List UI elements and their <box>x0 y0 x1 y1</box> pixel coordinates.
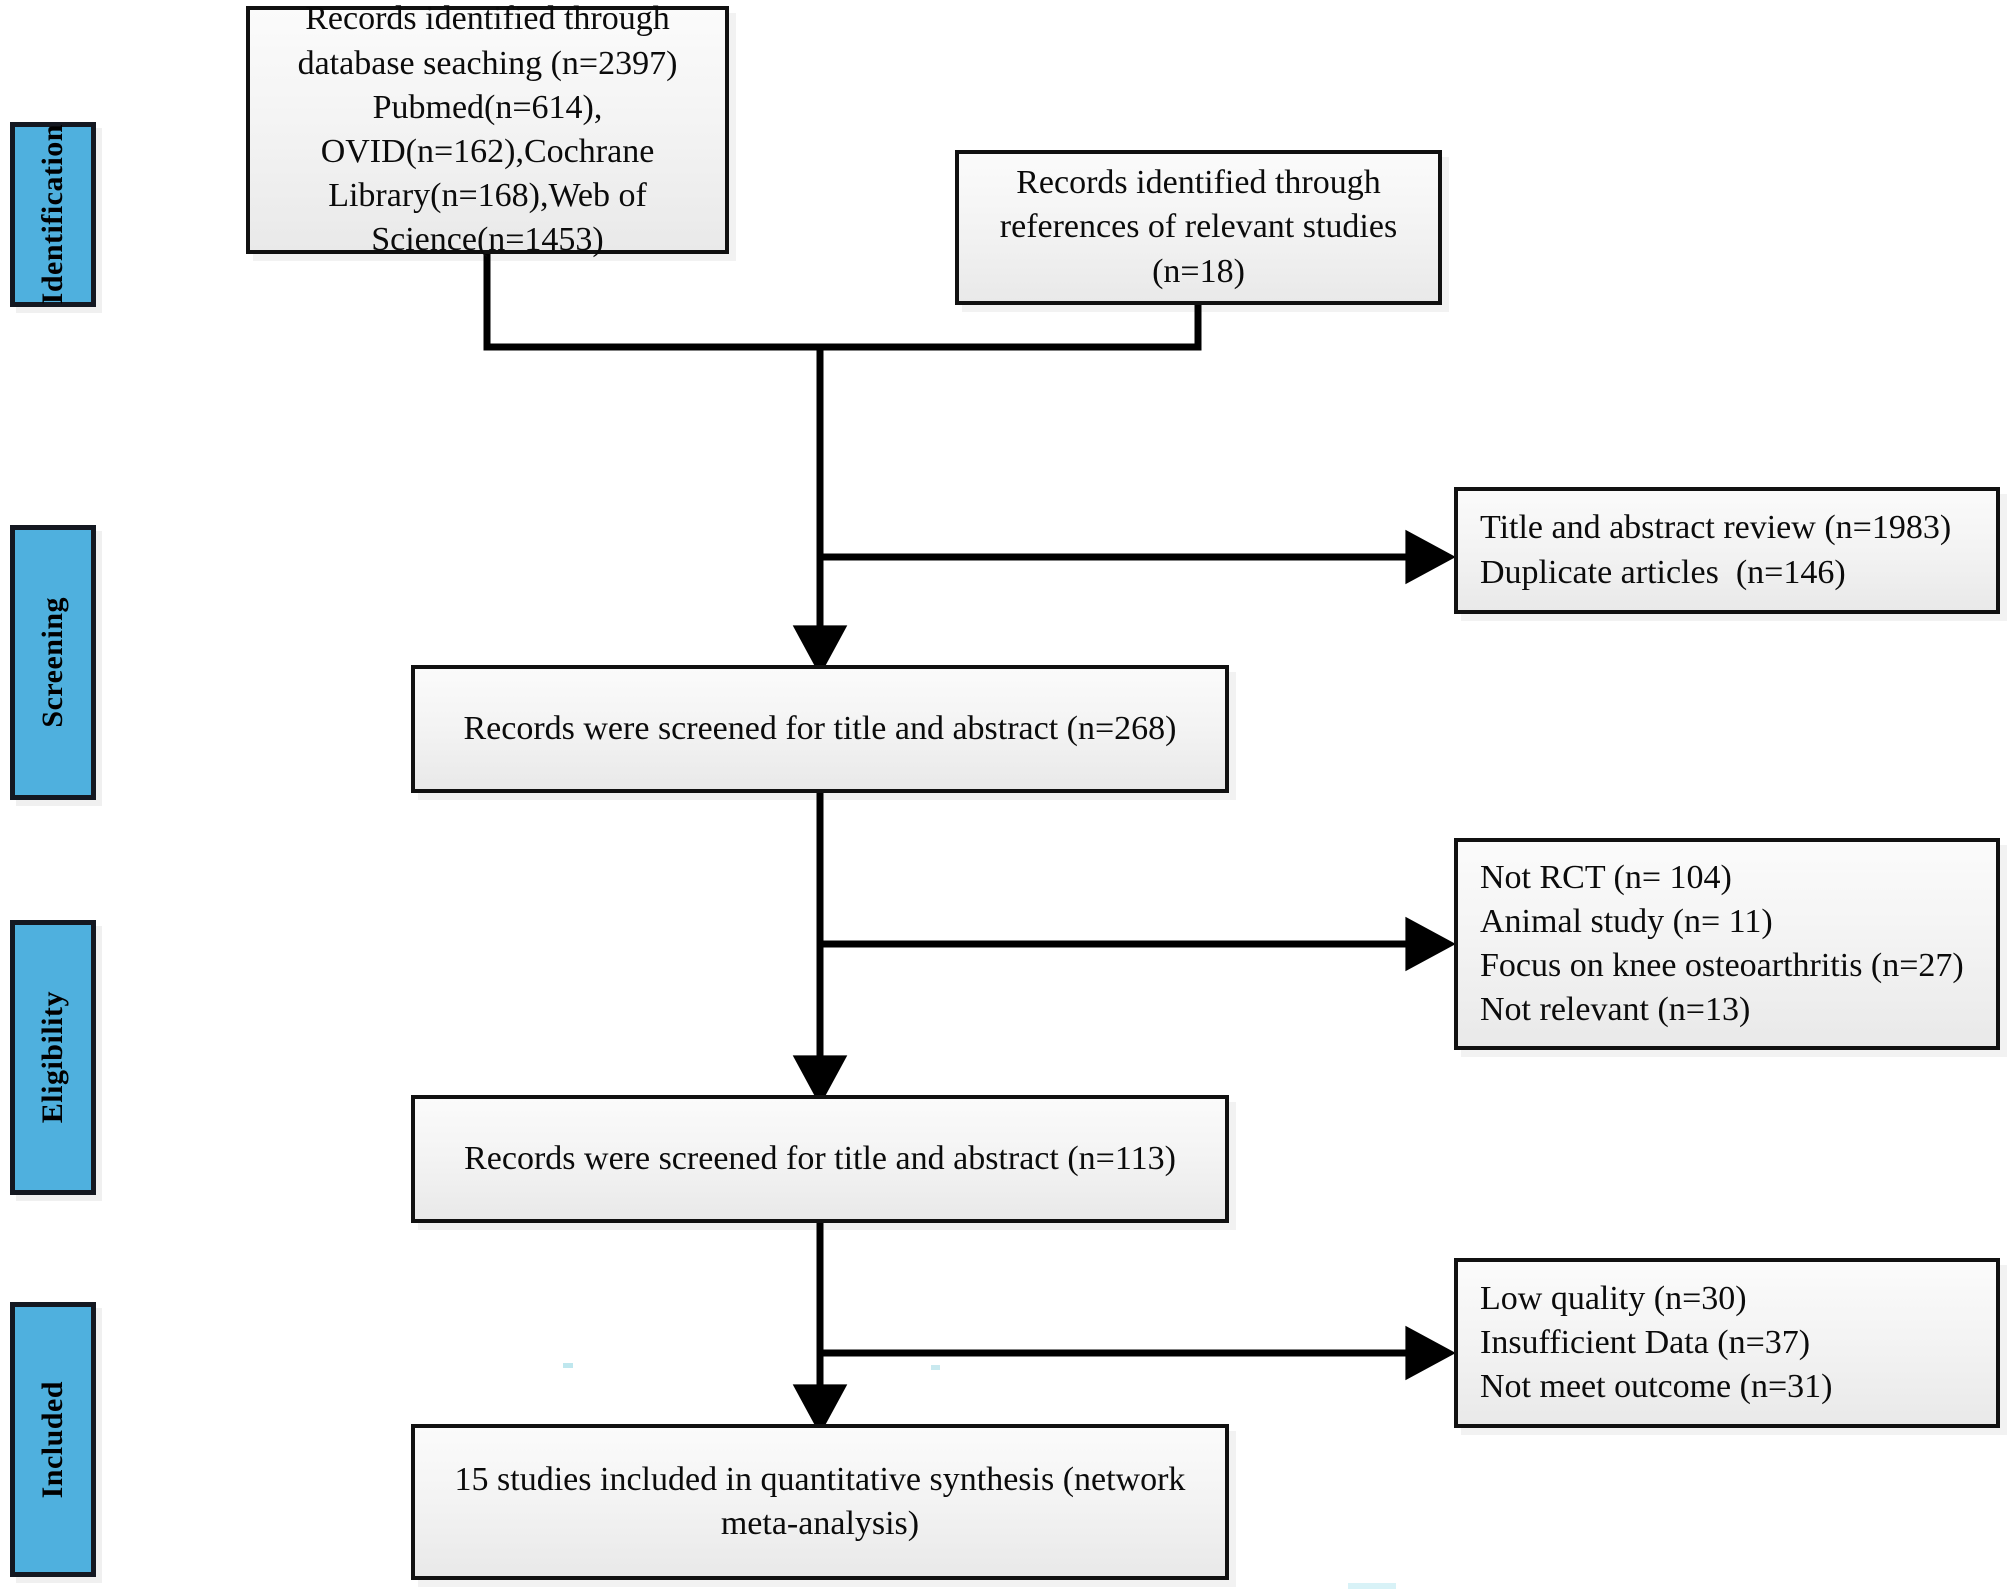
database-search-line-1: Records identified through <box>305 0 670 38</box>
reference-search-line-1: Records identified through <box>1016 164 1381 202</box>
eligibility-exclusions-line-1: Not RCT (n= 104) <box>1480 858 1732 896</box>
database-search-line-4: Pubmed(n=614), <box>372 88 603 126</box>
database-search-line-2: database seaching (n=2397) <box>297 44 678 82</box>
quality-exclusions-line-3: Not meet outcome (n=31) <box>1480 1368 1833 1406</box>
stage-chip-eligibility: Eligibility <box>10 920 96 1195</box>
records-screened-113-box: Records were screened for title and abst… <box>411 1095 1229 1223</box>
scan-speck <box>1348 1583 1396 1589</box>
screening-exclusions-line-2: Duplicate articles (n=146) <box>1480 553 1846 591</box>
database-search-line-7: Science(n=1453) <box>371 221 604 259</box>
screening-arrows <box>792 343 1456 676</box>
stage-label-eligibility: Eligibility <box>36 991 69 1124</box>
eligibility-exclusions-line-4: Not relevant (n=13) <box>1480 991 1751 1029</box>
included-arrows <box>792 1219 1456 1435</box>
reference-search-line-3: (n=18) <box>1152 252 1245 290</box>
stage-chip-included: Included <box>10 1302 96 1577</box>
database-search-line-5: OVID(n=162),Cochrane <box>320 133 655 170</box>
eligibility-exclusions-box: Not RCT (n= 104) Animal study (n= 11) Fo… <box>1454 838 2000 1050</box>
stage-chip-screening: Screening <box>10 525 96 800</box>
stage-label-identification: Identification <box>36 124 69 305</box>
screening-exclusions-line-1: Title and abstract review (n=1983) <box>1480 509 1952 547</box>
database-search-line-6: Library(n=168),Web of <box>328 177 647 215</box>
stage-label-screening: Screening <box>36 597 69 728</box>
records-screened-268-line-1: Records were screened for title and abst… <box>463 709 1177 747</box>
eligibility-exclusions-line-2: Animal study (n= 11) <box>1480 902 1773 940</box>
stage-label-included: Included <box>36 1380 69 1499</box>
scan-speck <box>563 1363 573 1368</box>
quality-exclusions-line-2: Insufficient Data (n=37) <box>1480 1323 1811 1361</box>
reference-search-box: Records identified through references of… <box>955 150 1442 305</box>
included-studies-line-1: 15 studies included in quantitative synt… <box>454 1460 1186 1498</box>
quality-exclusions-line-1: Low quality (n=30) <box>1480 1279 1747 1317</box>
screening-exclusions-box: Title and abstract review (n=1983) Dupli… <box>1454 487 2000 614</box>
eligibility-exclusions-line-3: Focus on knee osteoarthritis (n=27) <box>1480 947 1964 984</box>
eligibility-arrows <box>792 789 1456 1106</box>
quality-exclusions-box: Low quality (n=30) Insufficient Data (n=… <box>1454 1258 2000 1428</box>
database-search-box: Records identified through database seac… <box>246 0 729 258</box>
reference-search-line-2: references of relevant studies <box>999 208 1398 246</box>
records-screened-113-line-1: Records were screened for title and abst… <box>464 1139 1176 1177</box>
records-screened-268-box: Records were screened for title and abst… <box>411 665 1229 793</box>
included-studies-box: 15 studies included in quantitative synt… <box>411 1424 1229 1580</box>
stage-chip-identification: Identification <box>10 122 96 307</box>
included-studies-line-2: meta-analysis) <box>720 1505 920 1542</box>
scan-speck <box>931 1365 940 1370</box>
